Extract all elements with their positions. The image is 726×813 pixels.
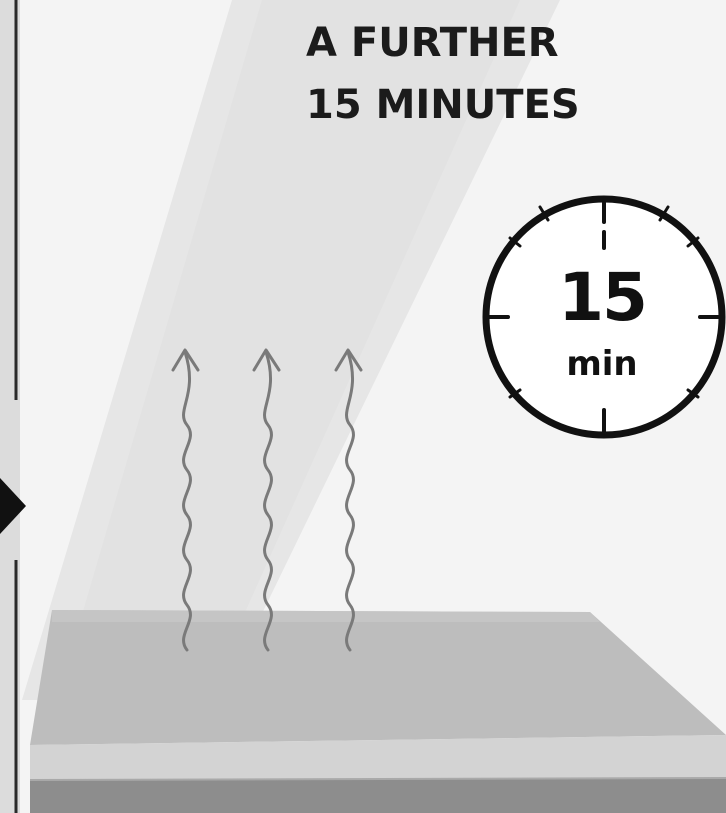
caption-line-1: A FURTHER [306,12,580,74]
caption-line-2: 15 MINUTES [306,74,580,136]
step-caption: A FURTHER 15 MINUTES [306,12,580,136]
timer-unit: min [542,344,662,384]
timer-value: 15 [542,262,662,334]
tray-surface [30,610,726,813]
